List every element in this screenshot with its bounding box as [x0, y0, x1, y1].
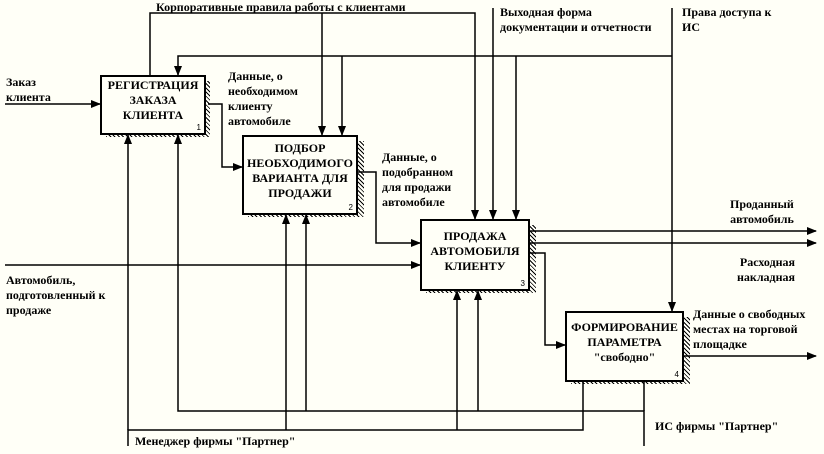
- label-selected-data: Данные, о подобранном для продажи автомо…: [382, 150, 454, 209]
- label-is-partner: ИС фирмы "Партнер": [655, 419, 779, 433]
- block-free-parameter[interactable]: ФОРМИРОВАНИЕ ПАРАМЕТРА "свободно" 4: [565, 311, 684, 382]
- label-order: Заказ клиента: [6, 75, 51, 104]
- block-number: 3: [520, 279, 525, 288]
- label-car-data: Данные, о необходимом клиенту автомобиле: [228, 69, 298, 128]
- block-title: ФОРМИРОВАНИЕ ПАРАМЕТРА "свободно": [571, 320, 678, 364]
- arrow-rules-1: [149, 12, 479, 220]
- block-registration[interactable]: РЕГИСТРАЦИЯ ЗАКАЗА КЛИЕНТА 1: [100, 75, 206, 135]
- label-manager: Менеджер фирмы "Партнер": [135, 434, 296, 448]
- block-selection[interactable]: ПОДБОР НЕОБХОДИМОГО ВАРИАНТА ДЛЯ ПРОДАЖИ…: [242, 135, 358, 215]
- label-free-places: Данные о свободных местах на торговой пл…: [693, 307, 806, 351]
- mech-manager: [127, 382, 584, 446]
- label-invoice: Расходная накладная: [737, 255, 796, 284]
- arrow-b3-b4: [530, 252, 566, 349]
- label-rules: Корпоративные правила работы с клиентами: [156, 0, 406, 14]
- arrow-b1-b2: [208, 103, 243, 171]
- block-sale[interactable]: ПРОДАЖА АВТОМОБИЛЯ КЛИЕНТУ 3: [420, 219, 530, 291]
- block-title: ПРОДАЖА АВТОМОБИЛЯ КЛИЕНТУ: [430, 229, 520, 273]
- mech-is: [174, 134, 645, 446]
- label-car-ready: Автомобиль, подготовленный к продаже: [6, 273, 106, 317]
- label-access: Права доступа к ИС: [682, 5, 772, 34]
- label-output-form: Выходная форма документации и отчетности: [500, 5, 652, 34]
- arrow-b2-b3: [358, 171, 421, 247]
- block-number: 2: [348, 203, 353, 212]
- block-title: ПОДБОР НЕОБХОДИМОГО ВАРИАНТА ДЛЯ ПРОДАЖИ: [246, 141, 354, 200]
- label-sold-car: Проданный автомобиль: [730, 197, 794, 226]
- block-number: 1: [196, 123, 201, 132]
- block-number: 4: [674, 370, 679, 379]
- arrow-access-branch: [174, 55, 672, 76]
- block-title: РЕГИСТРАЦИЯ ЗАКАЗА КЛИЕНТА: [107, 78, 199, 122]
